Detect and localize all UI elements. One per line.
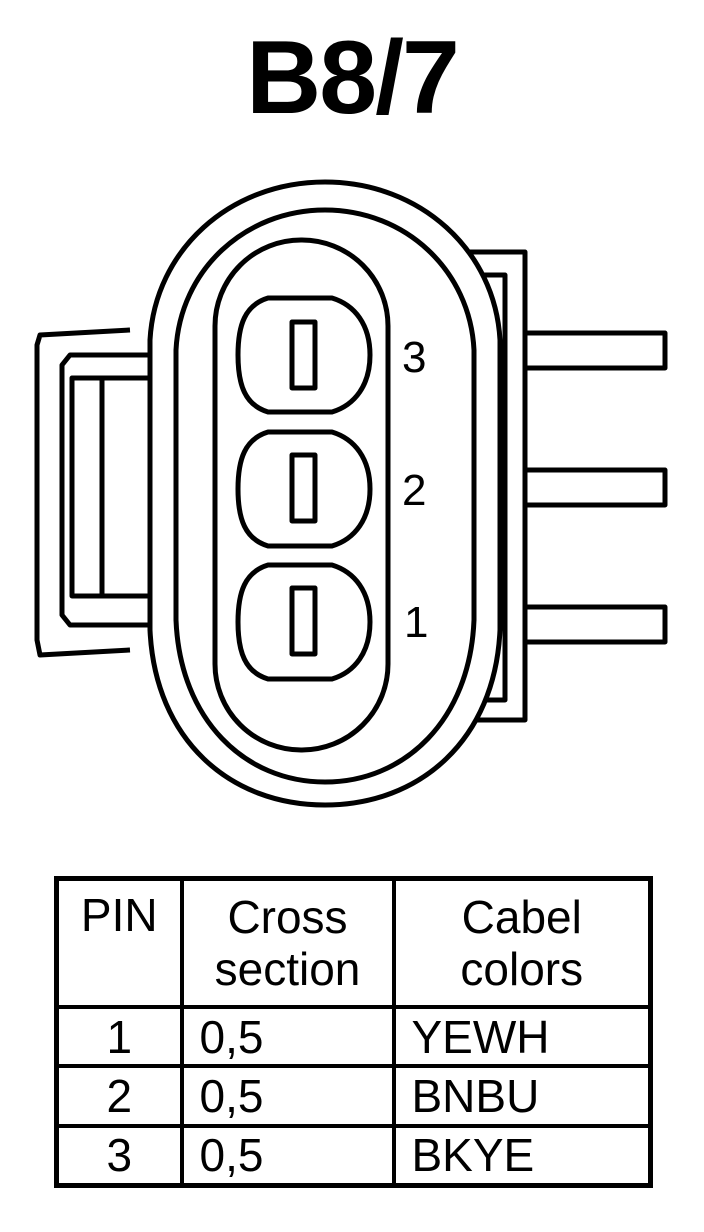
terminal-1 — [522, 604, 668, 645]
latch-frame — [59, 352, 155, 628]
pin-assignment-table: PIN Cross section Cabel colors 1 0,5 YEW… — [54, 876, 653, 1188]
table-row: 1 0,5 YEWH — [54, 1004, 653, 1069]
pin-label-3: 3 — [402, 333, 426, 382]
cross-section-cell: 0,5 — [179, 1123, 396, 1188]
connector-title: B8/7 — [246, 20, 460, 136]
pin-cell: 1 — [54, 1004, 184, 1069]
header-cross-section: Cross section — [179, 876, 396, 1009]
pin-cell: 3 — [54, 1123, 184, 1188]
header-pin: PIN — [54, 876, 184, 1009]
latch-outline — [34, 327, 131, 658]
pin-label-2: 2 — [402, 466, 426, 515]
cable-color-cell: YEWH — [391, 1004, 653, 1069]
socket-2 — [235, 429, 373, 549]
table-header-row: PIN Cross section Cabel colors — [54, 876, 653, 1009]
header-cable-colors: Cabel colors — [391, 876, 653, 1009]
slot-1 — [289, 585, 318, 657]
cross-section-cell: 0,5 — [179, 1004, 396, 1069]
socket-3 — [235, 295, 373, 415]
slot-3 — [289, 319, 318, 391]
cable-color-cell: BNBU — [391, 1064, 653, 1128]
housing-inner — [173, 207, 477, 785]
terminal-2 — [522, 467, 668, 508]
pin-label-1: 1 — [404, 598, 428, 647]
socket-1 — [235, 562, 373, 682]
pin-cell: 2 — [54, 1064, 184, 1128]
connector-diagram: 3 2 1 — [34, 179, 668, 808]
table-row: 2 0,5 BNBU — [54, 1064, 653, 1128]
slot-2 — [289, 452, 318, 524]
cross-section-cell: 0,5 — [179, 1064, 396, 1128]
pin-cavity — [212, 237, 391, 753]
table-row: 3 0,5 BKYE — [54, 1123, 653, 1188]
latch-bar — [69, 375, 105, 599]
terminal-3 — [522, 330, 668, 371]
cable-color-cell: BKYE — [391, 1123, 653, 1188]
